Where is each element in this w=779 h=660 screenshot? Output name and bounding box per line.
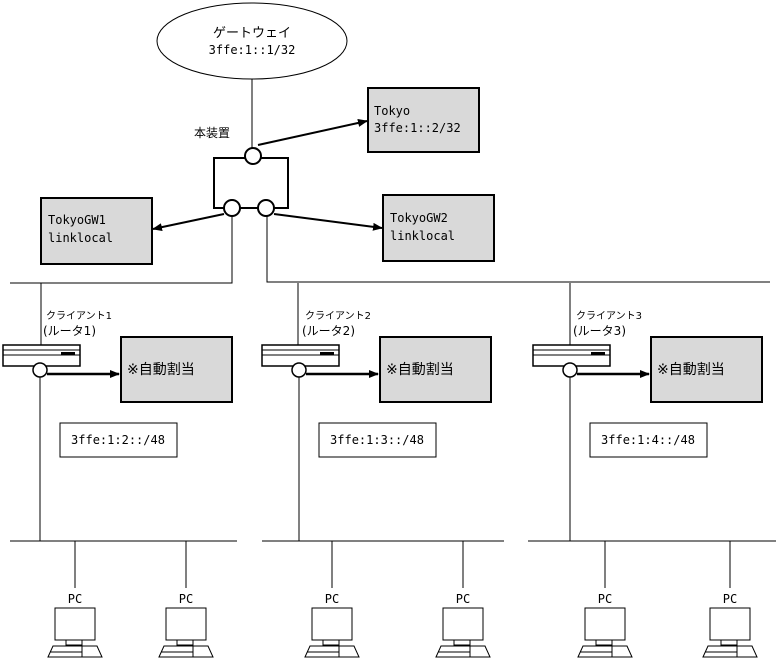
gateway-ellipse — [156, 2, 348, 80]
router-icon — [261, 344, 340, 367]
pc-node: PC — [304, 541, 360, 658]
assign-box — [120, 336, 233, 403]
gateway-address: 3ffe:1::1/32 — [209, 43, 296, 57]
client-name: クライアント1 — [46, 310, 112, 322]
router-icon — [532, 344, 611, 367]
pc-node: PC — [702, 541, 758, 658]
pc-node: PC — [158, 541, 214, 658]
tokyo-node: Tokyo 3ffe:1::2/32 — [367, 87, 480, 153]
router-port — [291, 362, 307, 378]
tokyogw1-box — [40, 197, 153, 265]
tokyogw2-box — [382, 194, 495, 262]
tokyogw2-node: TokyoGW2 linklocal — [382, 194, 495, 262]
client-role: (ルータ2) — [302, 324, 355, 338]
pc-node: PC — [47, 541, 103, 658]
router-port — [562, 362, 578, 378]
router-port — [32, 362, 48, 378]
pc-icon — [577, 607, 633, 658]
device-port-left — [223, 199, 241, 217]
client-name: クライアント3 — [576, 310, 642, 322]
client-role: (ルータ3) — [573, 324, 626, 338]
pc-icon — [304, 607, 360, 658]
prefix-box — [589, 422, 708, 458]
gateway-title: ゲートウェイ — [213, 26, 291, 41]
pc-icon — [435, 607, 491, 658]
assign-label: ※自動割当 — [386, 361, 454, 378]
tokyogw1-address: linklocal — [48, 231, 113, 245]
tokyo-name: Tokyo — [374, 104, 410, 118]
tokyogw2-address: linklocal — [390, 229, 455, 243]
pc-label: PC — [456, 592, 470, 606]
pc-node: PC — [577, 541, 633, 658]
prefix-label: 3ffe:1:2::/48 — [71, 433, 165, 447]
device-box — [213, 157, 289, 209]
pc-label: PC — [325, 592, 339, 606]
pc-icon — [47, 607, 103, 658]
pc-label: PC — [723, 592, 737, 606]
client-name: クライアント2 — [305, 310, 371, 322]
arrow-to-tokyogw1 — [152, 213, 225, 232]
pc-label: PC — [179, 592, 193, 606]
assign-box — [379, 336, 492, 403]
device-label: 本装置 — [194, 126, 230, 140]
assign-box — [650, 336, 763, 403]
tokyogw1-name: TokyoGW1 — [48, 213, 106, 227]
pc-icon — [702, 607, 758, 658]
device-port-right — [257, 199, 275, 217]
prefix-label: 3ffe:1:4::/48 — [601, 433, 695, 447]
arrow-to-tokyo — [257, 119, 368, 146]
prefix-box — [59, 422, 178, 458]
tokyo-address: 3ffe:1::2/32 — [374, 121, 461, 135]
gateway-node: ゲートウェイ 3ffe:1::1/32 — [156, 2, 348, 80]
prefix-box — [318, 422, 437, 458]
uplink-right — [266, 216, 770, 283]
assign-label: ※自動割当 — [127, 361, 195, 378]
pc-icon — [158, 607, 214, 658]
tokyo-box — [367, 87, 480, 153]
arrow-to-tokyogw2 — [273, 213, 383, 231]
device-node — [213, 147, 289, 217]
assign-label: ※自動割当 — [657, 361, 725, 378]
uplink-left — [10, 216, 233, 284]
tokyogw2-name: TokyoGW2 — [390, 211, 448, 225]
device-port-top — [244, 147, 262, 165]
pc-label: PC — [68, 592, 82, 606]
pc-label: PC — [598, 592, 612, 606]
tokyogw1-node: TokyoGW1 linklocal — [40, 197, 153, 265]
pc-node: PC — [435, 541, 491, 658]
prefix-label: 3ffe:1:3::/48 — [330, 433, 424, 447]
client-role: (ルータ1) — [43, 324, 96, 338]
